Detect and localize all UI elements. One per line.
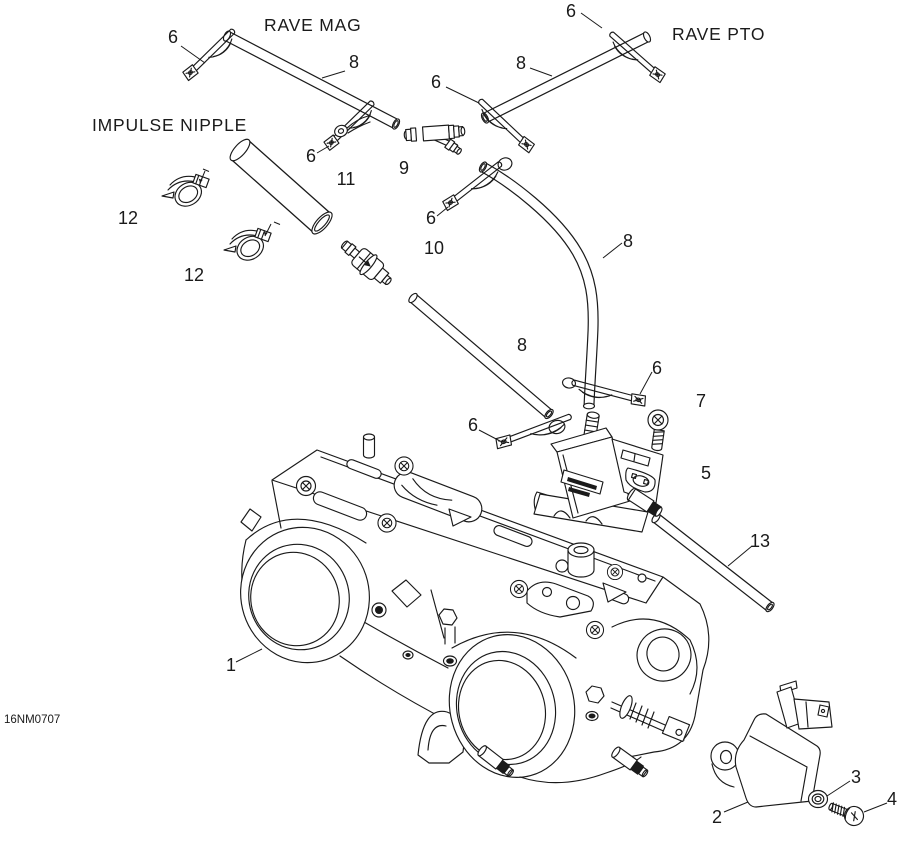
callout-12: 12 xyxy=(118,208,138,228)
callout-6: 6 xyxy=(168,27,178,47)
callout-6: 6 xyxy=(426,208,436,228)
callout-9: 9 xyxy=(399,158,409,178)
callout-6: 6 xyxy=(652,358,662,378)
t-fitting xyxy=(403,124,466,155)
throttle-shaft xyxy=(585,685,691,743)
callout-6: 6 xyxy=(566,1,576,21)
spring-clamp xyxy=(568,376,649,412)
hose-solenoid-curved xyxy=(478,161,599,410)
label-rave-pto: RAVE PTO xyxy=(672,24,765,44)
callout-8: 8 xyxy=(349,52,359,72)
hose-rave-pto xyxy=(480,31,652,124)
callout-6: 6 xyxy=(431,72,441,92)
outlet-hose xyxy=(651,512,775,613)
solenoid-outlet-nipple xyxy=(626,487,663,517)
bore-bell-pto xyxy=(448,634,576,778)
callout-8: 8 xyxy=(517,335,527,355)
drawing-code: 16NM0707 xyxy=(4,714,60,726)
hose-check-valve xyxy=(408,292,554,420)
callout-6: 6 xyxy=(468,415,478,435)
callout-10: 10 xyxy=(424,238,444,258)
callout-1: 1 xyxy=(226,655,236,675)
callout-7: 7 xyxy=(696,391,706,411)
orientation-arrow-icon xyxy=(198,168,281,237)
leader-lines xyxy=(180,12,888,813)
callout-3: 3 xyxy=(851,767,861,787)
callout-12: 12 xyxy=(184,265,204,285)
support-eyelet xyxy=(334,115,371,138)
callout-6: 6 xyxy=(306,146,316,166)
impulse-hose xyxy=(229,138,333,235)
solenoid-screw xyxy=(647,409,669,452)
plate-screw xyxy=(585,620,605,640)
plate-screw xyxy=(394,456,414,476)
sensor-screw xyxy=(828,802,865,827)
check-valve xyxy=(340,240,392,286)
callout-labels: RAVE MAG RAVE PTO IMPULSE NIPPLE 16NM070… xyxy=(4,1,897,827)
callout-4: 4 xyxy=(887,789,897,809)
plate-screw xyxy=(606,563,624,581)
callout-11: 11 xyxy=(337,169,356,189)
flow-arrow-icon xyxy=(358,256,367,264)
callout-13: 13 xyxy=(750,531,770,551)
throttle-body xyxy=(240,433,710,784)
plate-screw xyxy=(377,513,397,533)
callout-5: 5 xyxy=(701,463,711,483)
throttle-position-sensor xyxy=(710,680,833,808)
gear-clamp xyxy=(223,227,272,266)
callout-8: 8 xyxy=(516,53,526,73)
hose-rave-mag xyxy=(222,30,401,130)
label-impulse-nipple: IMPULSE NIPPLE xyxy=(92,115,247,135)
callout-8: 8 xyxy=(623,231,633,251)
inlet-boss xyxy=(567,542,595,578)
mounting-stud xyxy=(362,433,376,459)
plate-screw xyxy=(295,475,317,497)
spring-clamp xyxy=(440,158,508,215)
callout-2: 2 xyxy=(712,807,722,827)
body-nipple xyxy=(609,745,651,780)
washer xyxy=(807,789,829,809)
label-rave-mag: RAVE MAG xyxy=(264,15,361,35)
plate-screw xyxy=(509,579,529,599)
hex-bolt xyxy=(438,608,458,667)
bore-bell-mag xyxy=(240,526,370,664)
solenoid-valve xyxy=(533,411,664,533)
